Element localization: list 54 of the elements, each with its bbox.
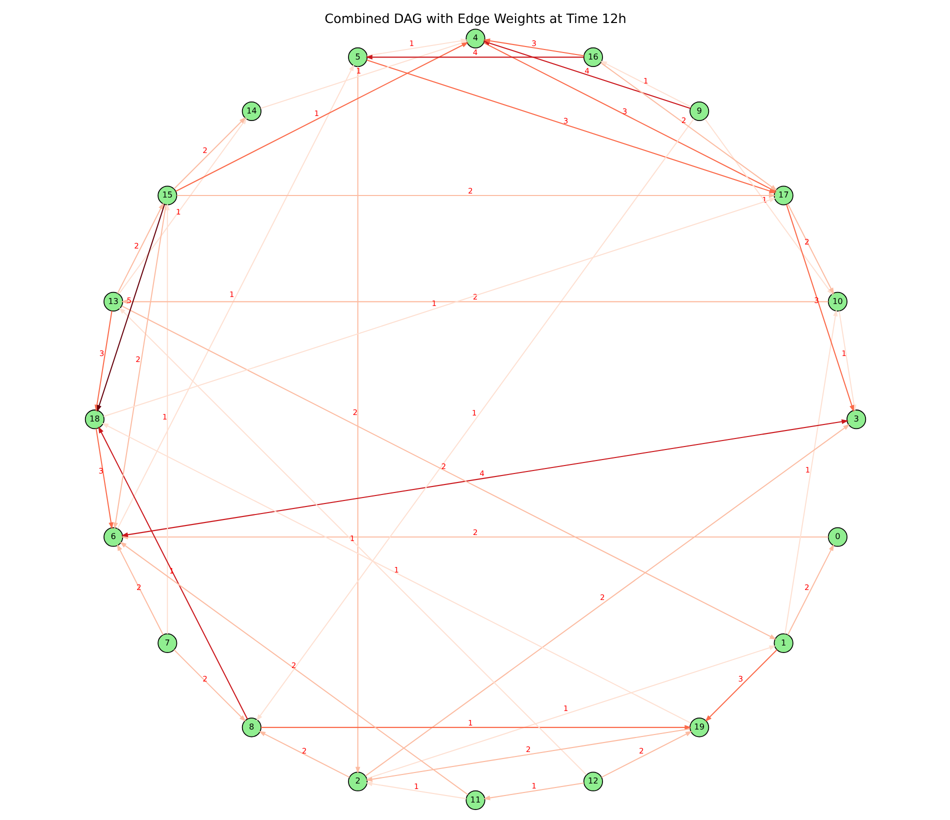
arrow [120, 299, 828, 304]
node-circle: 8 [241, 718, 261, 738]
arrow [116, 544, 164, 636]
node-circle: 16 [582, 47, 602, 67]
arrow [260, 725, 691, 730]
arrow [116, 64, 354, 529]
arrow [96, 204, 164, 412]
arrow [258, 731, 350, 778]
arrow [116, 202, 164, 294]
arrow [256, 118, 694, 722]
node-circle: 11 [465, 790, 485, 810]
arrow [112, 204, 166, 530]
node-circle: 2 [348, 772, 368, 792]
node-circle: 13 [103, 292, 123, 312]
arrow [164, 203, 170, 634]
arrow [101, 422, 691, 724]
node-circle: 5 [348, 47, 368, 67]
arrow [364, 424, 850, 776]
arrow [354, 66, 360, 774]
node-circle: 12 [582, 772, 602, 792]
arrow [600, 60, 691, 108]
node-circle: 7 [157, 633, 177, 653]
arrow [119, 542, 468, 796]
node-circle: 4 [465, 28, 485, 48]
arrow [704, 649, 777, 722]
node-circle: 1 [773, 633, 793, 653]
arrow [95, 428, 113, 530]
arrow [175, 42, 468, 192]
arrow [366, 645, 776, 780]
arrow [786, 204, 854, 412]
arrow [365, 781, 466, 800]
node-circle: 0 [827, 527, 847, 547]
arrow [176, 193, 776, 198]
node-circle: 9 [689, 101, 709, 122]
diagram-title: Combined DAG with Edge Weights at Time 12h [324, 12, 626, 28]
node-circle: 17 [773, 186, 793, 206]
node-circle: 10 [827, 292, 847, 312]
node-circle: 6 [103, 527, 123, 547]
arrow [365, 54, 584, 60]
arrow [98, 426, 248, 720]
arrow [600, 731, 692, 778]
node-circle: 15 [157, 186, 177, 206]
arrow [786, 544, 834, 636]
arrow [173, 116, 246, 190]
arrow [784, 309, 838, 634]
node-circle: 3 [846, 410, 866, 430]
arrow [120, 419, 848, 538]
node-circle: 18 [84, 410, 104, 430]
node-circle: 19 [689, 718, 709, 738]
arrow [173, 649, 246, 722]
arrow [365, 728, 690, 782]
arrow [118, 307, 586, 776]
node-circle: 14 [241, 101, 261, 122]
arrow [482, 782, 584, 800]
